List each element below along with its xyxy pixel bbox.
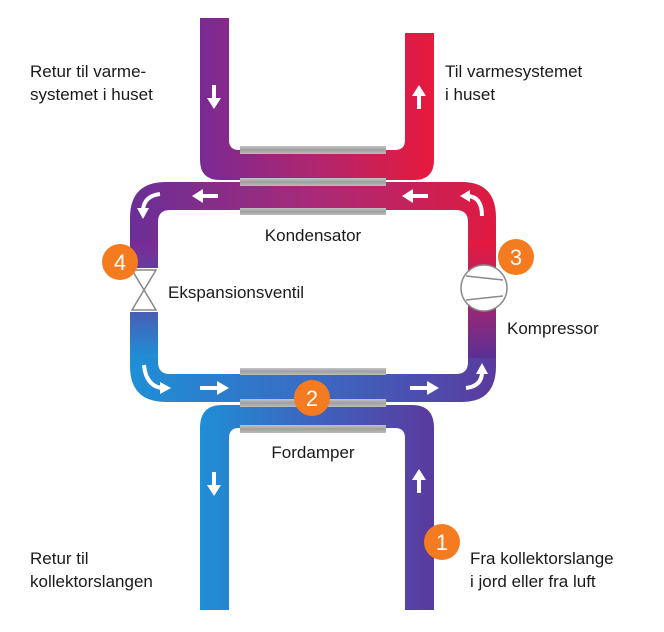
- arrow-up-icon: [412, 85, 426, 109]
- arrow-curve-icon: [465, 363, 488, 390]
- label-condenser: Kondensator: [265, 226, 362, 245]
- label-to-heating-1: Til varmesystemet: [445, 62, 583, 81]
- badge-1-number: 1: [436, 530, 448, 555]
- badge-3: 3: [498, 239, 534, 275]
- compressor-icon: [460, 264, 508, 312]
- badge-3-number: 3: [510, 245, 522, 270]
- label-return-heating-1: Retur til varme-: [30, 62, 146, 81]
- label-return-collector-1: Retur til: [30, 549, 89, 568]
- arrow-down-icon: [207, 472, 221, 496]
- label-return-heating-2: systemet i huset: [30, 85, 153, 104]
- badge-2-number: 2: [306, 386, 318, 411]
- label-from-collector-1: Fra kollektorslange: [470, 549, 614, 568]
- collector-pipe: [200, 405, 434, 610]
- label-return-collector-2: kollektorslangen: [30, 572, 153, 591]
- flow-arrows: [137, 85, 488, 496]
- badge-4-number: 4: [114, 250, 126, 275]
- badge-1: 1: [424, 524, 460, 560]
- arrow-up-icon: [412, 469, 426, 493]
- badge-4: 4: [102, 244, 138, 280]
- arrow-curve-icon: [142, 364, 171, 394]
- badge-2: 2: [294, 380, 330, 416]
- arrow-left-icon: [402, 189, 428, 203]
- arrow-right-icon: [200, 381, 229, 395]
- arrow-left-icon: [192, 189, 218, 203]
- expansion-valve-icon: [128, 268, 160, 312]
- arrow-curve-icon: [460, 190, 484, 217]
- arrow-curve-icon: [137, 192, 161, 219]
- arrow-down-icon: [207, 85, 221, 109]
- label-expansion-valve: Ekspansionsventil: [168, 283, 304, 302]
- label-compressor: Kompressor: [507, 319, 599, 338]
- condenser-exchanger: [240, 146, 386, 215]
- label-from-collector-2: i jord eller fra luft: [470, 572, 596, 591]
- label-evaporator: Fordamper: [271, 443, 354, 462]
- label-to-heating-2: i huset: [445, 85, 495, 104]
- arrow-right-icon: [410, 381, 439, 395]
- heating-return-pipe: [200, 18, 434, 180]
